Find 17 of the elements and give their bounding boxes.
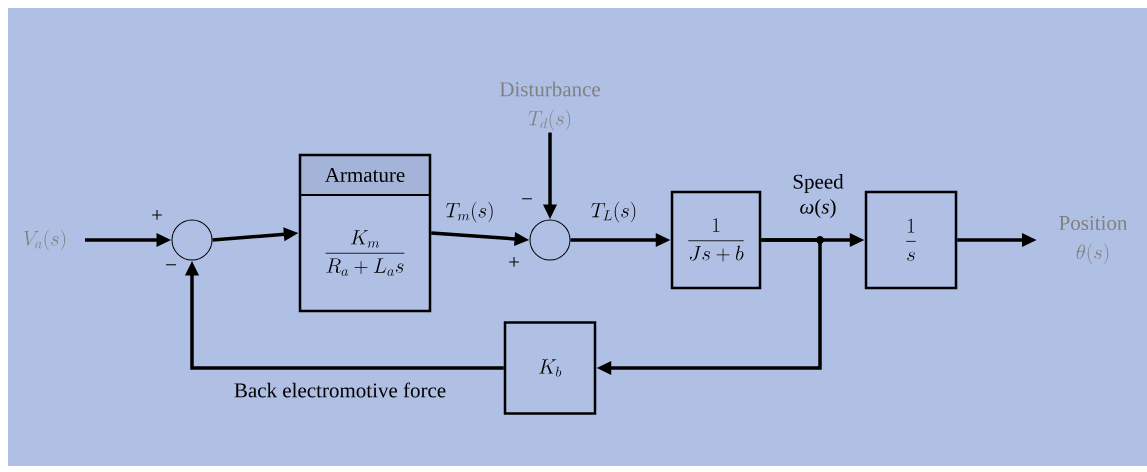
- sign-label: +: [509, 257, 519, 267]
- sign-label: −: [522, 198, 532, 200]
- signal-label: $V_a(s)$: [24, 229, 66, 251]
- signal-label: Position $\theta(s)$: [1059, 215, 1128, 265]
- transfer-function-box: $\frac{1}{Js + b}$: [670, 190, 762, 290]
- edge-label: $T_L(s)$: [591, 201, 636, 223]
- edge-label: Back electromotive force: [234, 382, 446, 398]
- signal-label: Disturbance $T_d(s)$: [499, 81, 600, 131]
- transfer-function-box: $K_b$: [503, 321, 597, 415]
- edge-label: Speed ω(s): [793, 174, 844, 218]
- sign-label: +: [152, 210, 162, 220]
- edge-label: $T_m(s)$: [446, 201, 493, 223]
- sign-label: −: [166, 264, 176, 266]
- armature-box: Armature $\frac{K_m}{R_a + L_a s}$: [298, 153, 432, 313]
- summing-junction: [529, 219, 571, 261]
- summing-junction: [171, 219, 213, 261]
- transfer-function-box: $\frac{1}{s}$: [864, 190, 958, 290]
